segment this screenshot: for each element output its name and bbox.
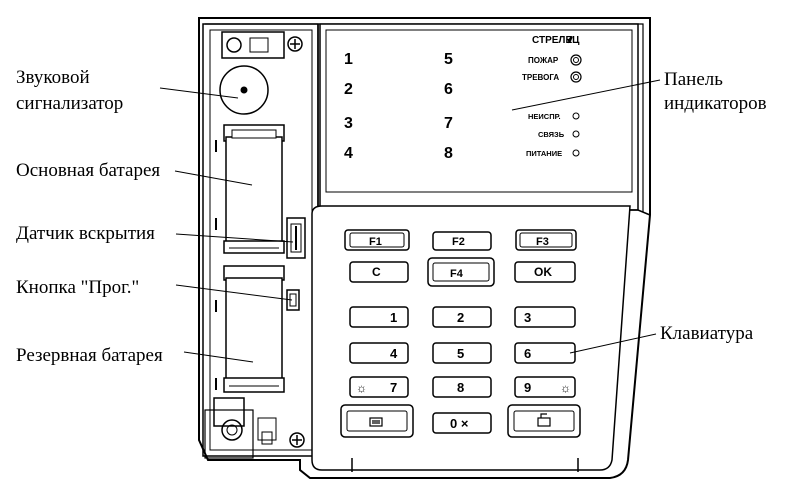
- label-backup-battery: Резервная батарея: [16, 345, 163, 366]
- key-2-label: 2: [457, 310, 464, 325]
- key-1-label: 1: [390, 310, 397, 325]
- label-indicator-panel-line1: Панель: [664, 69, 723, 90]
- key-2[interactable]: 2: [432, 306, 492, 328]
- key-0-label: 0 ×: [450, 416, 469, 431]
- key-9[interactable]: 9 ☼: [514, 376, 576, 398]
- indicator-panel: [319, 23, 639, 211]
- backup-battery: [223, 265, 285, 393]
- key-5[interactable]: 5: [432, 342, 492, 364]
- key-4[interactable]: 4: [349, 342, 409, 364]
- key-f4-label: F4: [450, 268, 464, 280]
- leader-keypad: [569, 333, 657, 354]
- label-buzzer-line1: Звуковой: [16, 67, 90, 88]
- indicator-label-power: ПИТАНИЕ: [526, 149, 562, 158]
- key-4-label: 4: [390, 346, 398, 361]
- key-f3[interactable]: F3: [515, 229, 577, 251]
- disarm-icon: [369, 417, 383, 427]
- key-1[interactable]: 1: [349, 306, 409, 328]
- indicator-label-alarm: ТРЕВОГА: [522, 73, 559, 82]
- key-disarm[interactable]: [340, 404, 414, 438]
- brand-logo: СТРЕЛЕЦ: [532, 35, 580, 46]
- key-c-label: C: [372, 265, 381, 279]
- main-battery: [223, 124, 285, 254]
- key-3[interactable]: 3: [514, 306, 576, 328]
- key-6[interactable]: 6: [514, 342, 576, 364]
- key-6-label: 6: [524, 346, 531, 361]
- label-tamper-sensor: Датчик вскрытия: [16, 223, 155, 244]
- key-arm[interactable]: [507, 404, 581, 438]
- indicator-led-alarm-inner: [573, 74, 579, 80]
- key-7[interactable]: ☼ 7: [349, 376, 409, 398]
- zone-number: 8: [444, 145, 453, 162]
- key-3-label: 3: [524, 310, 531, 325]
- tamper-sensor: [286, 217, 306, 259]
- buzzer: [219, 65, 269, 115]
- leader-lines: [159, 79, 661, 363]
- leader-backup-battery: [183, 351, 254, 363]
- zone-number: 1: [344, 51, 353, 68]
- brand-mark-icon: ⸙: [566, 34, 574, 46]
- zone-number: 4: [344, 145, 353, 162]
- key-f4[interactable]: F4: [427, 257, 495, 287]
- indicator-led-fault: [572, 112, 580, 120]
- prog-button-drawing: [286, 289, 300, 311]
- zone-number: 3: [344, 115, 353, 132]
- zone-number: 5: [444, 51, 453, 68]
- indicator-label-fault: НЕИСПР.: [528, 112, 561, 121]
- key-f1-label: F1: [369, 236, 382, 248]
- indicator-led-link: [572, 130, 580, 138]
- zone-number: 6: [444, 81, 453, 98]
- label-main-battery: Основная батарея: [16, 160, 161, 181]
- indicator-led-fire: [570, 54, 582, 66]
- arm-icon: [537, 413, 551, 427]
- leader-buzzer: [159, 87, 239, 99]
- backlight-sun-icon: ☼: [356, 381, 367, 395]
- backlight-sun-icon: ☼: [560, 381, 571, 395]
- key-f2[interactable]: F2: [432, 231, 492, 251]
- label-keypad: Клавиатура: [660, 323, 754, 344]
- key-f3-label: F3: [536, 236, 549, 248]
- key-8-label: 8: [457, 380, 464, 395]
- indicator-label-link: СВЯЗЬ: [538, 130, 565, 139]
- key-0[interactable]: 0 ×: [432, 412, 492, 434]
- key-5-label: 5: [457, 346, 464, 361]
- key-8[interactable]: 8: [432, 376, 492, 398]
- leader-prog: [175, 284, 293, 301]
- indicator-label-fire: ПОЖАР: [528, 56, 559, 65]
- key-c[interactable]: C: [349, 261, 409, 283]
- label-buzzer-line2: сигнализатор: [16, 93, 124, 114]
- key-7-label: 7: [390, 380, 397, 395]
- key-ok[interactable]: OK: [514, 261, 576, 283]
- leader-main-battery: [174, 170, 253, 186]
- leader-indicator-panel: [511, 79, 661, 111]
- key-9-label: 9: [524, 380, 531, 395]
- indicator-led-alarm: [570, 71, 582, 83]
- label-prog-button: Кнопка "Прог.": [16, 277, 140, 298]
- label-indicator-panel-line2: индикаторов: [664, 93, 767, 114]
- leader-tamper: [175, 233, 294, 243]
- battery-compartment: [202, 23, 319, 459]
- key-ok-label: OK: [534, 265, 552, 279]
- indicator-led-fire-inner: [573, 57, 579, 63]
- zone-number: 7: [444, 115, 453, 132]
- key-f1[interactable]: F1: [344, 229, 410, 251]
- zone-number: 2: [344, 81, 353, 98]
- indicator-led-power: [572, 149, 580, 157]
- key-f2-label: F2: [452, 236, 465, 248]
